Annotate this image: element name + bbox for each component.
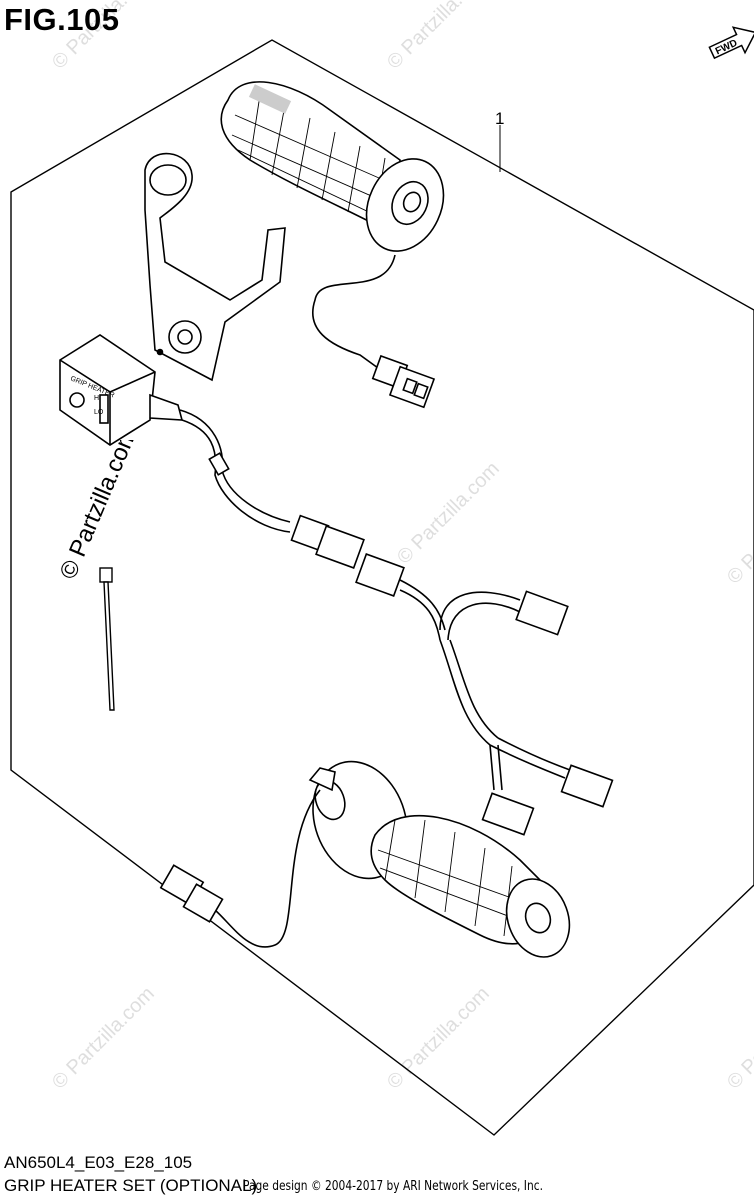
mounting-bracket xyxy=(144,152,286,382)
upper-grip-heater xyxy=(220,81,445,409)
model-code-label: AN650L4_E03_E28_105 xyxy=(4,1153,193,1172)
switch-lo-label: LO xyxy=(94,409,104,416)
watermark: © Partzilla.com xyxy=(48,983,159,1094)
watermark: © Partzilla.com xyxy=(723,478,754,589)
switch-hi-label: HI xyxy=(94,395,101,402)
grip-heater-switch: GRIP HEATER HI LO xyxy=(59,334,405,597)
lower-grip-heater xyxy=(159,760,571,958)
watermark-large: © Partzilla.com xyxy=(55,440,143,583)
watermark: © Partzilla.com xyxy=(393,458,504,569)
kit-outline xyxy=(10,39,754,1136)
cable-tie xyxy=(99,567,115,711)
fwd-arrow-icon: FWD xyxy=(708,26,754,60)
watermark: © Partzilla.com xyxy=(723,983,754,1094)
assembly-name-label: GRIP HEATER SET (OPTIONAL) xyxy=(4,1176,258,1195)
watermark: © Partzilla.com xyxy=(383,0,494,74)
watermark-large-text: © Partzilla.com xyxy=(55,440,143,583)
page-credit: Page design © 2004-2017 by ARI Network S… xyxy=(243,1179,543,1194)
watermark: © Partzilla.com xyxy=(383,983,494,1094)
figure-title: FIG.105 xyxy=(4,2,120,37)
callout-1: 1 xyxy=(495,109,505,128)
fwd-label: FWD xyxy=(714,38,739,58)
wiring-harness xyxy=(399,579,614,836)
